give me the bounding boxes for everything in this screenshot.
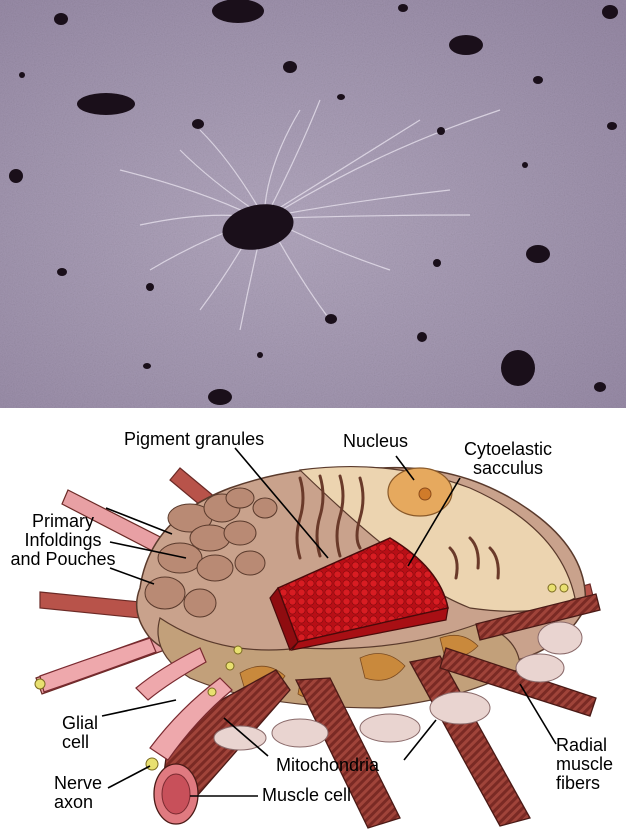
- label-cytoelastic-sacculus: Cytoelastic sacculus: [448, 440, 568, 478]
- label-mitochondria: Mitochondria: [276, 756, 379, 775]
- label-glial-line2: cell: [62, 733, 98, 752]
- label-cytoelastic-line2: sacculus: [448, 459, 568, 478]
- label-primary-line2: Infoldings: [0, 531, 126, 550]
- label-glial-cell: Glial cell: [62, 714, 98, 752]
- label-radial-line3: fibers: [556, 774, 613, 793]
- label-nerve-line2: axon: [54, 793, 102, 812]
- label-primary-line1: Primary: [0, 512, 126, 531]
- photo-svg: [0, 0, 626, 408]
- label-radial-line1: Radial: [556, 736, 613, 755]
- label-pigment-granules: Pigment granules: [124, 430, 264, 449]
- label-nucleus: Nucleus: [343, 432, 408, 451]
- label-nerve-axon: Nerve axon: [54, 774, 102, 812]
- label-primary-infoldings: Primary Infoldings and Pouches: [0, 512, 126, 569]
- chromatophore-schematic: Pigment granules Nucleus Cytoelastic sac…: [0, 408, 626, 836]
- label-radial-line2: muscle: [556, 755, 613, 774]
- label-nerve-line1: Nerve: [54, 774, 102, 793]
- label-radial-muscle-fibers: Radial muscle fibers: [556, 736, 613, 793]
- label-primary-line3: and Pouches: [0, 550, 126, 569]
- label-cytoelastic-line1: Cytoelastic: [448, 440, 568, 459]
- photo-background: [0, 0, 626, 408]
- label-muscle-cell: Muscle cell: [262, 786, 351, 805]
- chromatophore-photomicrograph: [0, 0, 626, 408]
- label-glial-line1: Glial: [62, 714, 98, 733]
